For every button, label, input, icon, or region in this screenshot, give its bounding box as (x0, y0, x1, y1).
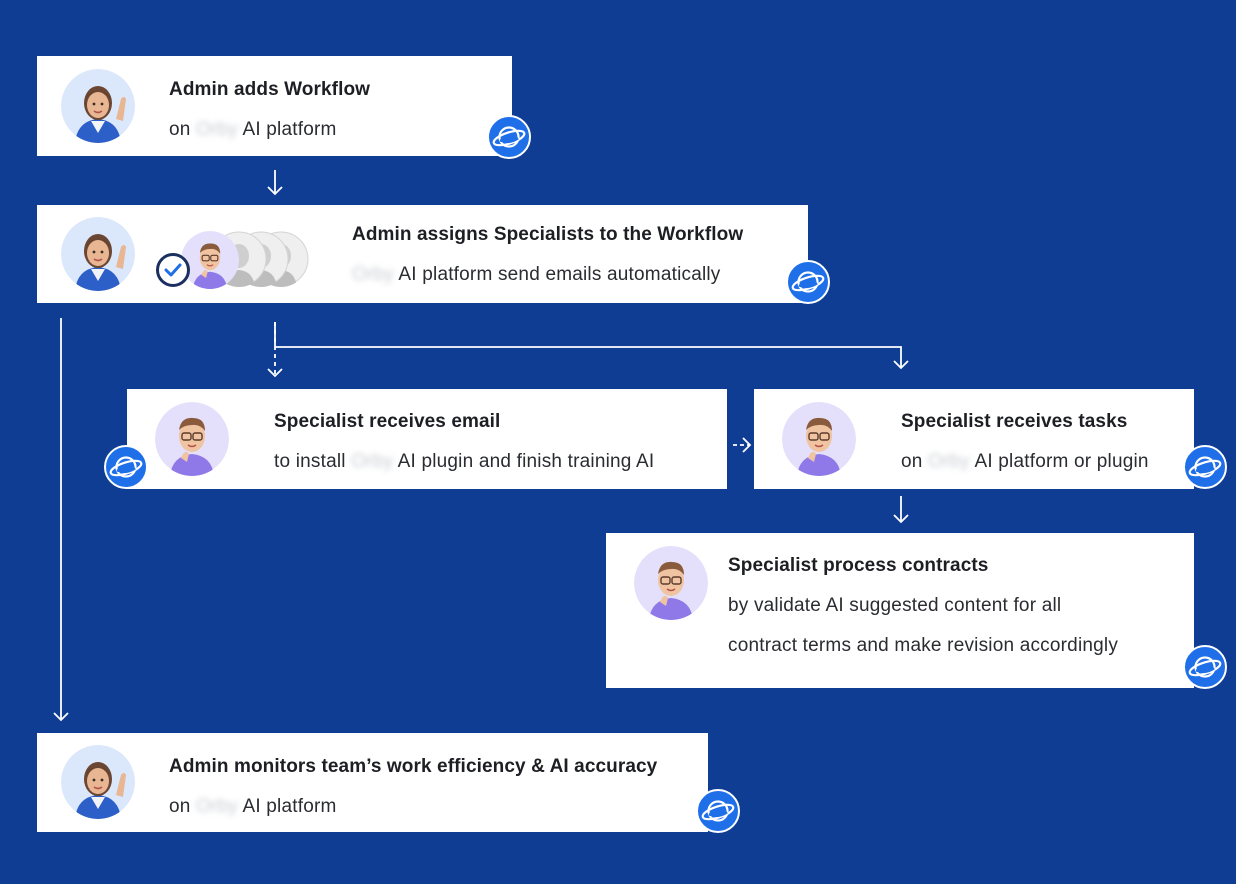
admin-avatar-icon (61, 69, 135, 143)
step-subtitle: on Orby AI platform or plugin (901, 451, 1149, 472)
planet-icon (487, 115, 531, 159)
step-title: Admin assigns Specialists to the Workflo… (352, 224, 744, 245)
step-title: Specialist receives tasks (901, 411, 1128, 432)
step-card-admin-adds-workflow: Admin adds Workflow on Orby AI platform (37, 56, 531, 159)
step-subtitle: on Orby AI platform (169, 796, 337, 817)
step-subtitle: on Orby AI platform (169, 119, 337, 140)
step-title: Specialist receives email (274, 411, 501, 432)
planet-icon (104, 445, 148, 489)
planet-icon (1183, 645, 1227, 689)
step-card-admin-assigns-specialists: Admin assigns Specialists to the Workflo… (37, 205, 830, 304)
step-subtitle: Orby AI platform send emails automatical… (352, 264, 721, 285)
blurred-brand: Orby (196, 796, 239, 817)
blurred-brand: Orby (351, 451, 394, 472)
step-subtitle-line1: by validate AI suggested content for all (728, 595, 1062, 616)
blurred-brand: Orby (928, 451, 971, 472)
specialist-avatar-icon (782, 402, 856, 476)
step-title: Admin adds Workflow (169, 79, 371, 100)
step-card-specialist-process-contracts: Specialist process contracts by validate… (606, 533, 1227, 689)
checkmark-icon (156, 253, 190, 287)
specialist-avatar-icon (155, 402, 229, 476)
planet-icon (786, 260, 830, 304)
step-title: Specialist process contracts (728, 555, 989, 576)
specialist-avatar-icon (181, 231, 239, 289)
admin-avatar-icon (61, 217, 135, 291)
step-subtitle: to install Orby AI plugin and finish tra… (274, 451, 655, 472)
step-card-specialist-receives-tasks: Specialist receives tasks on Orby AI pla… (754, 389, 1227, 489)
blurred-brand: Orby (196, 119, 239, 140)
blurred-brand: Orby (352, 264, 394, 285)
step-title: Admin monitors team’s work efficiency & … (169, 756, 658, 777)
admin-avatar-icon (61, 745, 135, 819)
planet-icon (1183, 445, 1227, 489)
specialist-avatar-icon (634, 546, 708, 620)
step-card-admin-monitors: Admin monitors team’s work efficiency & … (37, 733, 740, 833)
step-subtitle-line2: contract terms and make revision accordi… (728, 635, 1119, 656)
step-card-specialist-receives-email: Specialist receives email to install Orb… (104, 389, 727, 489)
arrow-step2-to-step4 (275, 346, 902, 367)
planet-icon (696, 789, 740, 833)
